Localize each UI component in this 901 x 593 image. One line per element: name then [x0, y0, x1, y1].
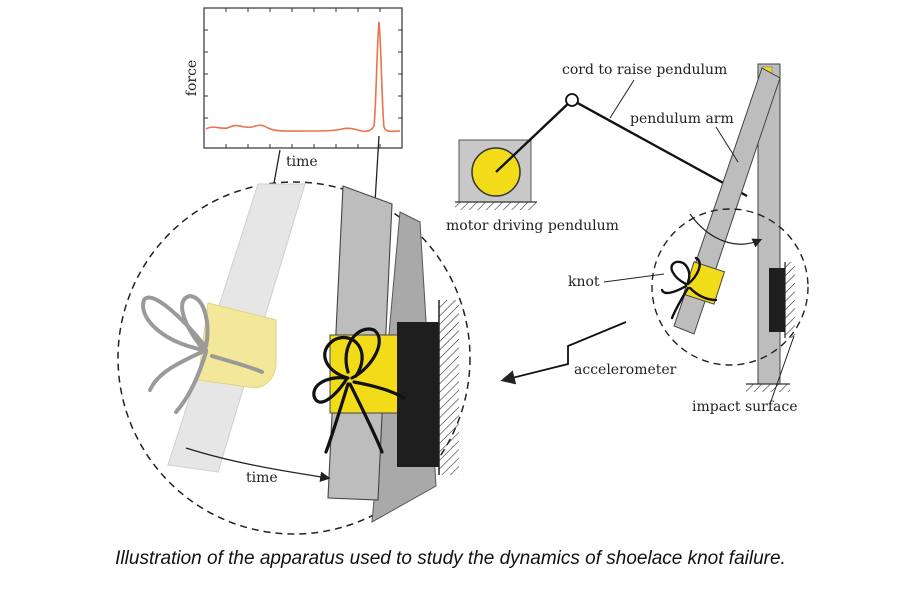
accelerometer-label: accelerometer [574, 362, 677, 378]
force-plot-frame [203, 7, 403, 149]
zoom-circle-small [651, 208, 809, 366]
knot-small [660, 256, 718, 320]
force-plot-ticks [204, 8, 402, 148]
faded-accelerometer [197, 302, 277, 389]
figure-caption: Illustration of the apparatus used to st… [115, 548, 786, 569]
post-base-hatch [746, 384, 790, 392]
time-axis-label-top: time [286, 154, 318, 170]
apparatus-overview: motor driving pendulum cord to raise pen… [446, 62, 809, 415]
cord-label: cord to raise pendulum [562, 62, 727, 78]
apparatus-diagram: force time [117, 7, 809, 535]
pulley [565, 93, 579, 107]
faded-knot [141, 293, 264, 414]
zoom-zigzag-arrow [500, 321, 627, 385]
impact-surface-label: impact surface [692, 399, 798, 415]
magnified-view: time [117, 181, 471, 535]
motion-arrow-time [185, 447, 331, 482]
cord-label-leader [609, 79, 635, 119]
force-axis-label: force [184, 60, 200, 96]
time-label-bottom: time [246, 470, 278, 486]
magnified-circle [117, 181, 471, 535]
motor-label: motor driving pendulum [446, 218, 619, 234]
knot-label: knot [568, 274, 600, 290]
impact-surface-leader [769, 335, 795, 405]
knot-label-leader [603, 273, 665, 283]
impact-surface-small [769, 268, 785, 332]
pendulum-arm-leader [715, 126, 739, 163]
impact-surface-block [397, 322, 439, 467]
knot-magnified [312, 327, 406, 454]
force-plot: force time [184, 7, 403, 170]
motor-base-hatch [455, 202, 537, 210]
impact-surface-small-hatch [785, 262, 795, 338]
force-trace [205, 21, 401, 133]
pendulum-arm-label: pendulum arm [630, 111, 734, 127]
swing-arc [689, 213, 763, 248]
impact-surface-hatch [439, 300, 459, 475]
